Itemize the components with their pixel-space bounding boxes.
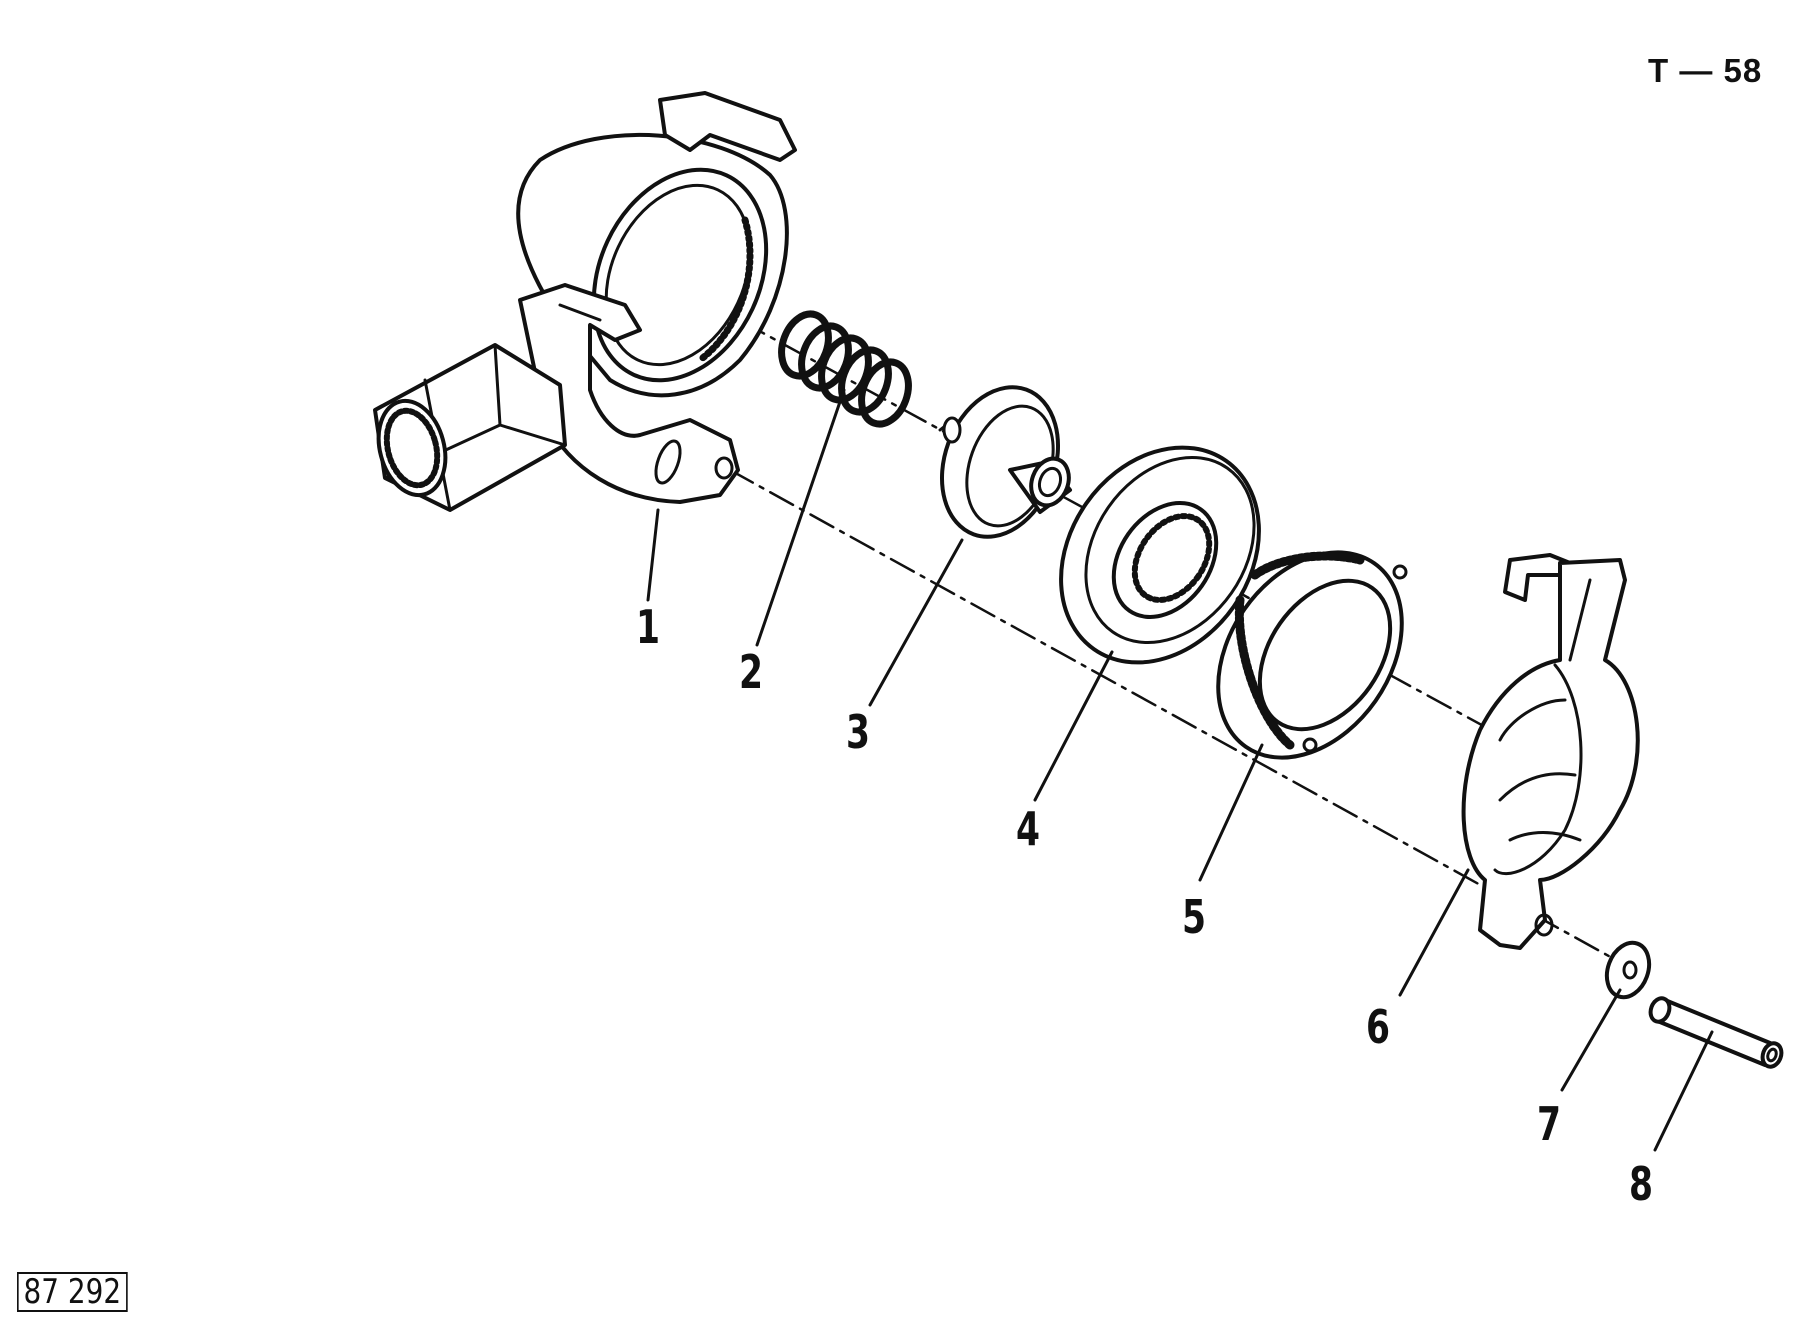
figure-number: 87 292 — [17, 1272, 128, 1312]
leader-line-6 — [1398, 868, 1470, 997]
callout-2: 2 — [739, 645, 764, 699]
part-3-valve-disc — [938, 385, 1072, 539]
leader-line-7 — [1560, 988, 1622, 1092]
callout-3: 3 — [846, 705, 871, 759]
callout-5: 5 — [1182, 890, 1207, 944]
leader-line-2 — [755, 388, 846, 647]
leader-line-4 — [1033, 650, 1114, 802]
leader-line-3 — [868, 538, 964, 707]
page-reference: T — 58 — [1648, 52, 1763, 89]
leader-line-8 — [1653, 1030, 1714, 1152]
leader-line-5 — [1198, 743, 1264, 882]
part-5-gasket — [1216, 550, 1408, 760]
callout-1: 1 — [636, 600, 661, 654]
callout-4: 4 — [1016, 802, 1041, 856]
part-4-seat-ring — [1059, 445, 1261, 665]
callout-7: 7 — [1537, 1097, 1562, 1151]
callout-6: 6 — [1366, 1000, 1391, 1054]
part-6-cover-lever — [1461, 553, 1640, 950]
part-2-spring — [778, 310, 912, 428]
leader-lines — [646, 388, 1714, 1152]
part-7-washer — [1604, 940, 1652, 1000]
callout-8: 8 — [1629, 1157, 1654, 1211]
part-8-pin — [1648, 996, 1784, 1069]
pin-axis-line — [728, 468, 1627, 967]
part-1-hammer-union-body — [373, 91, 797, 512]
leader-line-1 — [646, 508, 660, 602]
